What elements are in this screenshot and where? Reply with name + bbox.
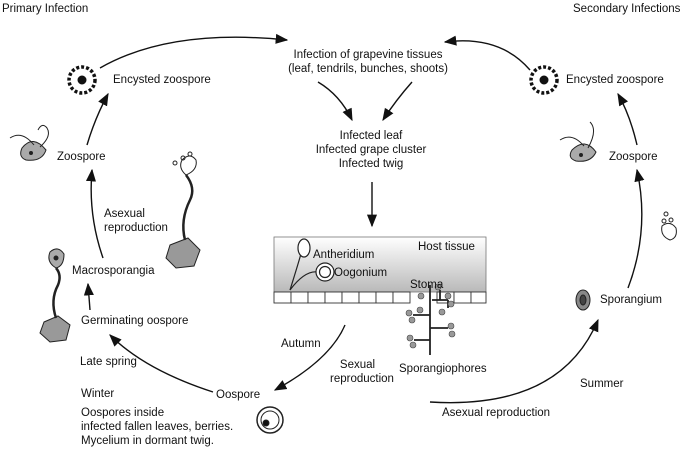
asexual-reproduction-bottom-label: Asexual reproduction	[442, 407, 551, 419]
arrow-host-to-oospore	[273, 324, 346, 391]
encysted-zoospore-icon	[67, 65, 97, 95]
oogonium-label: Oogonium	[334, 267, 388, 279]
oospores-note-label: Oospores inside infected fallen leaves, …	[81, 407, 234, 447]
stoma-label: Stoma	[410, 279, 444, 291]
arrow-to-infection-left	[99, 33, 289, 69]
summer-label: Summer	[580, 378, 624, 390]
encysted-zoospore-right-icon	[529, 65, 559, 95]
macrosporangium-germination-icon	[165, 151, 201, 269]
germinating-oospore-icon	[39, 248, 71, 343]
sporangium-label: Sporangium	[600, 294, 663, 306]
arrow-sporangiophores-to-sporangium	[429, 318, 599, 404]
sporangium-zoospores-icon	[661, 211, 677, 241]
arrow-zoospore-to-encysted-right	[617, 92, 638, 146]
infected-parts-label: Infected leaf Infected grape cluster Inf…	[315, 130, 427, 170]
host-tissue-label: Host tissue	[418, 241, 475, 253]
autumn-label: Autumn	[281, 338, 321, 350]
arrow-to-infection-right	[443, 35, 531, 71]
arrow-oospore-to-germinating	[109, 334, 214, 393]
sexual-reproduction-label: Sexual reproduction	[330, 359, 394, 385]
zoospore-label: Zoospore	[57, 151, 106, 163]
zoospore-right-label: Zoospore	[609, 151, 658, 163]
sporangium-icon	[575, 289, 591, 311]
oospore-label: Oospore	[216, 389, 261, 401]
zoospore-icon	[9, 124, 49, 161]
antheridium-oogonium-icon	[289, 238, 335, 291]
asexual-reproduction-label: Asexual reproduction	[104, 208, 168, 234]
encysted-zoospore-right-label: Encysted zoospore	[566, 74, 664, 86]
zoospore-right-icon	[559, 121, 597, 162]
macrosporangia-label: Macrosporangia	[72, 265, 155, 277]
arrow-macro-to-zoospore	[85, 168, 104, 259]
late-spring-label: Late spring	[80, 356, 137, 368]
arrow-zoospore-to-encysted	[86, 92, 109, 146]
sporangiophores-label: Sporangiophores	[399, 363, 487, 375]
sporangia-dots	[405, 283, 456, 349]
infection-of-tissues-label: Infection of grapevine tissues (leaf, te…	[288, 49, 448, 75]
germinating-oospore-label: Germinating oospore	[81, 315, 189, 327]
arrow-infection-to-infected-left	[317, 81, 353, 122]
epidermis-cells	[273, 291, 487, 304]
antheridium-label: Antheridium	[313, 249, 375, 261]
encysted-zoospore-label: Encysted zoospore	[113, 74, 211, 86]
header-primary-infection: Primary Infection	[2, 3, 89, 15]
header-secondary-infections: Secondary Infections	[573, 3, 681, 15]
arrow-germinating-to-macro	[83, 282, 94, 311]
arrow-sporangium-to-zoospore	[627, 168, 645, 289]
arrow-infection-to-infected-right	[382, 81, 413, 122]
oospore-icon	[256, 406, 284, 434]
winter-label: Winter	[81, 388, 115, 400]
